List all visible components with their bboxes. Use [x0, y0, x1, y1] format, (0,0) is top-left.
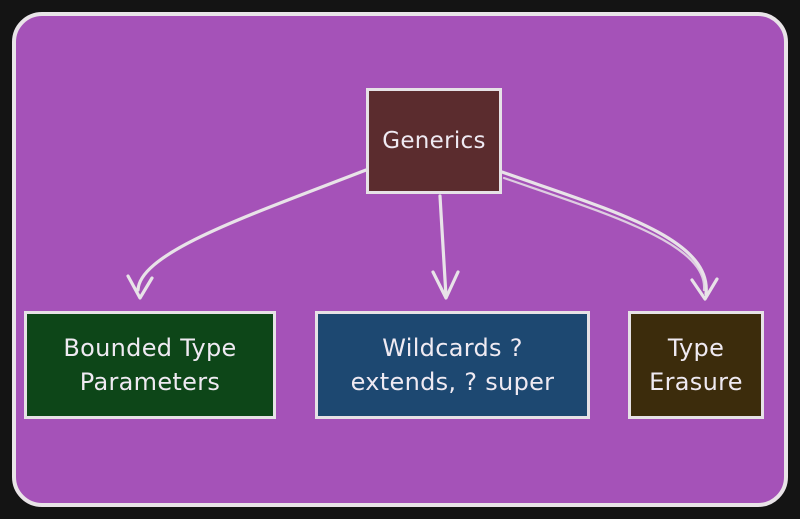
diagram-panel: [12, 12, 788, 507]
node-wildcards: Wildcards ? extends, ? super: [315, 311, 590, 419]
node-bounded-type-parameters: Bounded Type Parameters: [24, 311, 276, 419]
node-generics-label: Generics: [382, 128, 486, 154]
node-type-erasure: Type Erasure: [628, 311, 764, 419]
node-bounded-label: Bounded Type Parameters: [63, 334, 237, 396]
node-generics: Generics: [366, 88, 502, 194]
node-erasure-label: Type Erasure: [649, 334, 743, 396]
node-wildcards-label: Wildcards ? extends, ? super: [350, 334, 555, 396]
